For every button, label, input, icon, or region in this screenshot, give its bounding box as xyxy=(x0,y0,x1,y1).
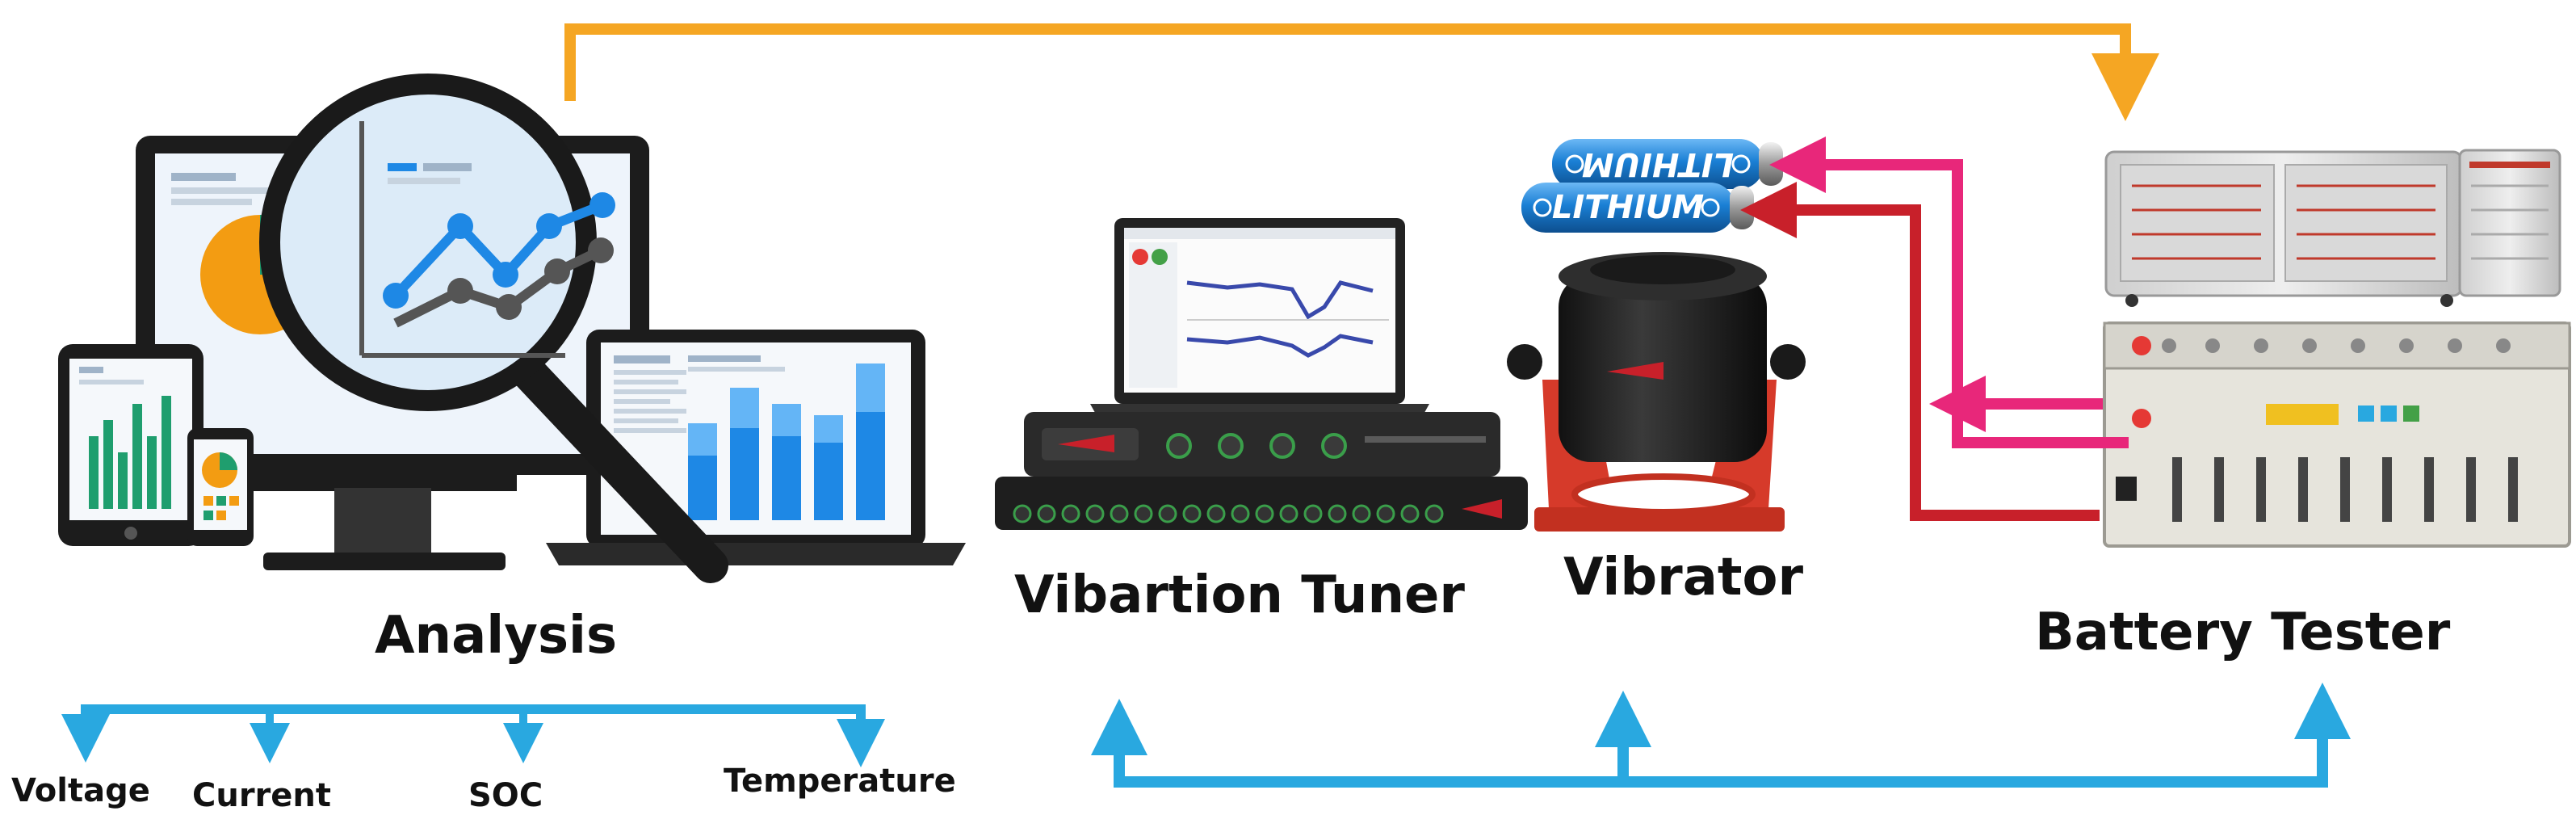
laptop-icon xyxy=(546,330,966,565)
voltage-label: Voltage xyxy=(11,772,150,809)
battery-bottom-text: LITHIUM xyxy=(1552,189,1704,226)
temperature-label: Temperature xyxy=(724,763,956,800)
battery-top-text: LITHIUM xyxy=(1582,145,1734,183)
phone-icon xyxy=(187,428,254,546)
analysis-label: Analysis xyxy=(375,606,618,666)
orange-feedback-arrow xyxy=(564,23,2159,121)
soc-label: SOC xyxy=(468,777,543,814)
analysis-metric-arrows xyxy=(61,704,885,767)
vibration-tuner-label: Vibartion Tuner xyxy=(1014,565,1465,625)
analysis-illustration xyxy=(58,74,966,583)
tablet-icon xyxy=(58,344,203,546)
battery-tester-label: Battery Tester xyxy=(2035,603,2451,662)
magnifier-icon xyxy=(259,74,728,583)
battery-icon xyxy=(1521,139,1783,233)
blue-connector-arrows xyxy=(1091,683,2351,788)
vibrator-label: Vibrator xyxy=(1563,548,1804,607)
battery-tester-illustration xyxy=(2103,149,2571,548)
vibrator-illustration: LITHIUM LITHIUM xyxy=(1507,139,1806,532)
red-connection-arrows xyxy=(1740,182,2103,521)
current-label: Current xyxy=(192,777,332,814)
pink-connection-arrows xyxy=(1769,137,2129,448)
vibration-tuner-illustration xyxy=(995,218,1528,530)
